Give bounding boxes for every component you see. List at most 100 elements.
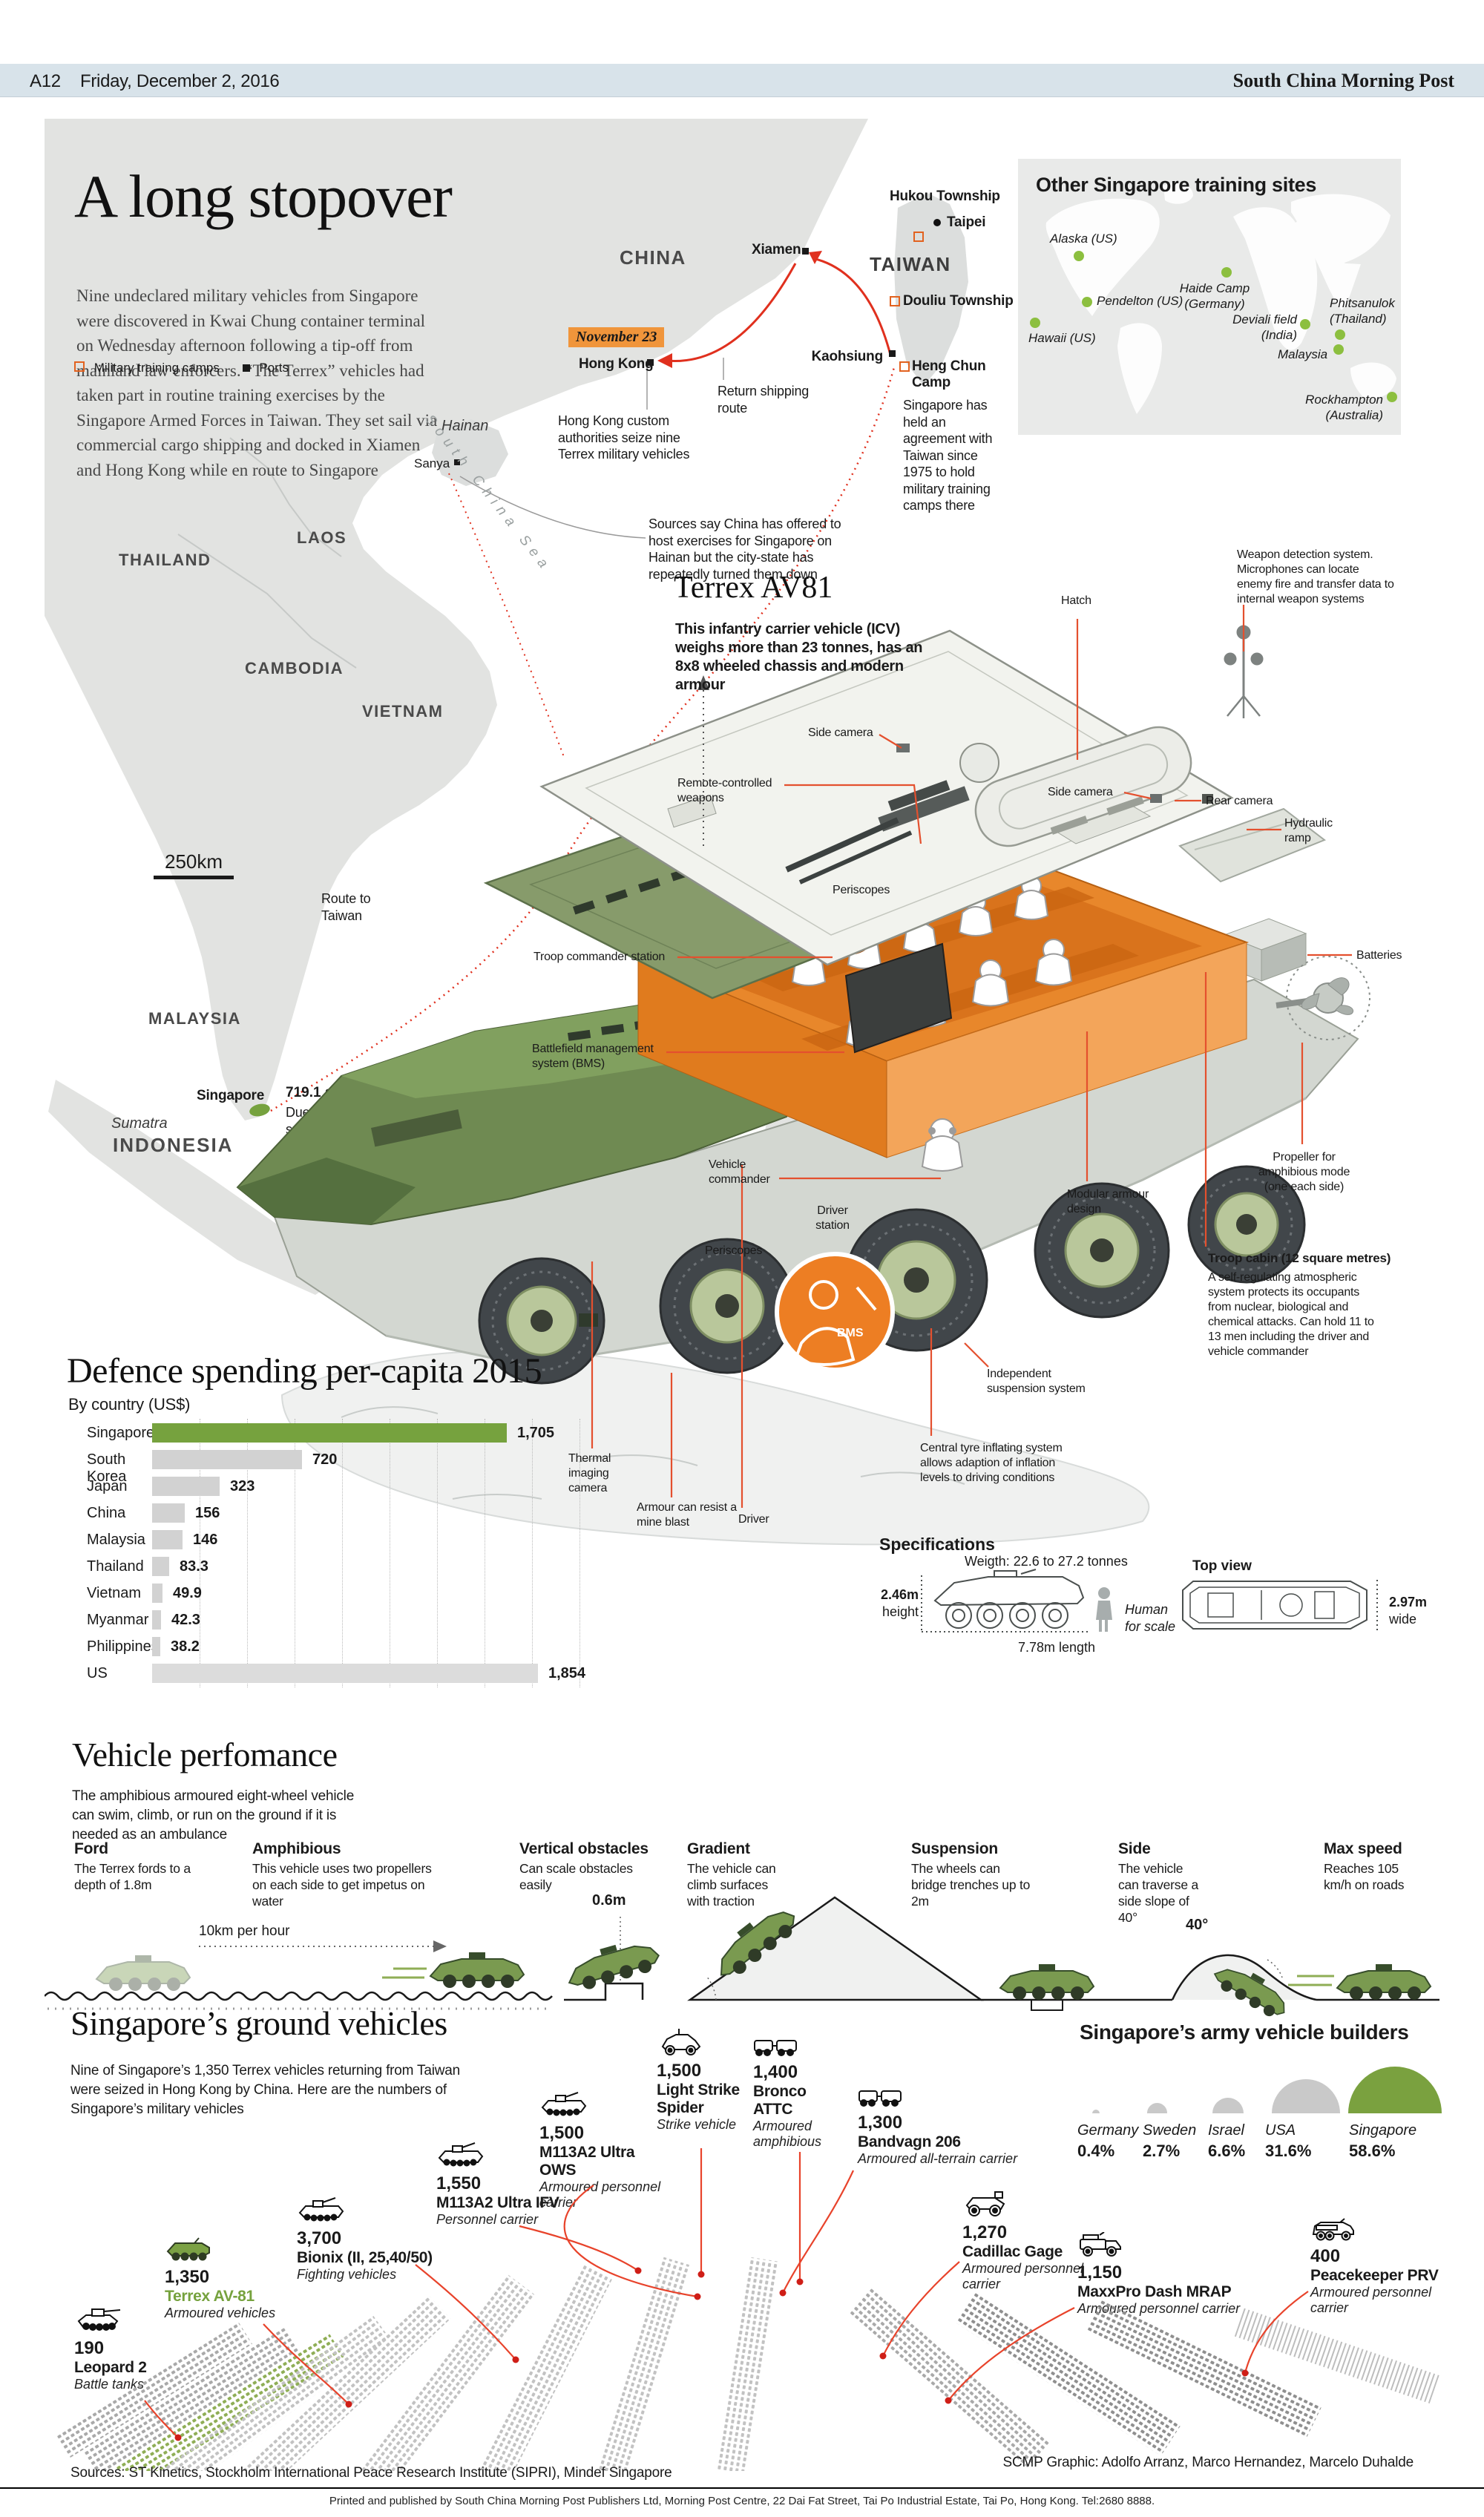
fording-vehicle bbox=[96, 1955, 191, 1992]
perf-text-amphibious: This vehicle uses two propellers on each… bbox=[252, 1861, 432, 1909]
vehicle-count: 1,300 bbox=[858, 2113, 903, 2133]
vehicle-entry-bronco: 1,400 Bronco ATTC Armoured amphibious bbox=[753, 2033, 846, 2150]
builder-pct-sweden: 2.7% bbox=[1143, 2142, 1181, 2160]
specs-drawing bbox=[921, 1569, 1378, 1632]
bar-label: US bbox=[87, 1665, 108, 1681]
callout-hydraulic-ramp: Hydraulic ramp bbox=[1284, 817, 1333, 844]
builder-label-israel: Israel bbox=[1208, 2122, 1244, 2139]
vehicle-entry-bandvagn: 1,300 Bandvagn 206 Armoured all-terrain … bbox=[858, 2084, 1032, 2167]
bar-singapore bbox=[152, 1423, 507, 1443]
step-obstacle bbox=[564, 1982, 644, 2001]
jeep-icon bbox=[662, 2028, 700, 2055]
vehicle-count: 1,550 bbox=[436, 2173, 482, 2193]
specs-title: Specifications bbox=[879, 1535, 995, 1554]
map-label-cambodia: CAMBODIA bbox=[245, 659, 344, 677]
map-label-hainan: Hainan bbox=[441, 418, 489, 434]
specs-height: 2.46m height bbox=[880, 1586, 919, 1621]
bar-myanmar bbox=[152, 1610, 161, 1630]
vehicle-count: 1,500 bbox=[657, 2061, 702, 2081]
singapore-island bbox=[249, 1103, 270, 1117]
bar-label: Philippines bbox=[87, 1638, 159, 1655]
world-map bbox=[1045, 183, 1396, 414]
callout-bms: Battlefield management system (BMS) bbox=[532, 1043, 654, 1070]
gridline bbox=[342, 1419, 343, 1687]
continent-greenland bbox=[1163, 183, 1193, 204]
builder-singapore bbox=[1348, 2067, 1442, 2113]
ground-leader-lines bbox=[144, 2148, 1309, 2441]
arrowhead-xiamen bbox=[809, 251, 822, 264]
ground-title: Singapore’s ground vehicles bbox=[70, 2004, 447, 2042]
site-dot-alaska bbox=[1074, 251, 1084, 261]
sanya-port-marker bbox=[454, 459, 460, 465]
hengchun-camp-marker bbox=[899, 361, 910, 372]
map-label-sumatra: Sumatra bbox=[111, 1115, 168, 1132]
vehicle-desc: Fighting vehicles bbox=[297, 2267, 397, 2282]
page-number: A12 bbox=[30, 71, 61, 91]
map-label-hukou: Hukou Township bbox=[890, 188, 1000, 204]
bar-value: 38.2 bbox=[171, 1638, 200, 1655]
bar-value: 156 bbox=[195, 1505, 220, 1521]
vehicle-entry-leopard: 190 Leopard 2 Battle tanks bbox=[74, 2306, 186, 2392]
map-label-vietnam: VIETNAM bbox=[362, 702, 444, 721]
site-dot-malaysia bbox=[1333, 344, 1344, 355]
site-label-alaska: Alaska (US) bbox=[1050, 232, 1117, 246]
vehicle-count: 1,500 bbox=[539, 2123, 585, 2143]
site-dot-deviali bbox=[1300, 319, 1310, 329]
builder-pct-germany: 0.4% bbox=[1077, 2142, 1115, 2160]
landmass-hainan bbox=[432, 419, 508, 486]
vehicle-desc: Strike vehicle bbox=[657, 2117, 737, 2132]
specs-width: 2.97m wide bbox=[1389, 1594, 1427, 1628]
rear-camera-part bbox=[1202, 794, 1213, 804]
terrain-strokes bbox=[341, 1406, 965, 1500]
side-slope-arc bbox=[1267, 1959, 1283, 1978]
callout-thermal: Thermal imaging camera bbox=[568, 1452, 611, 1494]
vehicle-name: Light Strike Spider bbox=[657, 2081, 740, 2116]
swimming-vehicle bbox=[430, 1952, 525, 1989]
ports-legend-icon bbox=[242, 364, 250, 372]
troop-cabin-title: Troop cabin (12 square metres) bbox=[1208, 1251, 1391, 1265]
leader-lines bbox=[591, 605, 1352, 1508]
bar-label: South Korea bbox=[87, 1451, 127, 1485]
width-label: wide bbox=[1389, 1612, 1417, 1627]
pictogram-bands bbox=[56, 2257, 1439, 2471]
vehicle-desc: Armoured personnel carrier bbox=[962, 2261, 1084, 2291]
map-label-laos: LAOS bbox=[297, 528, 347, 547]
site-label-deviali: Deviali field (India) bbox=[1232, 312, 1297, 342]
callout-batteries: Batteries bbox=[1356, 949, 1402, 962]
bar-china bbox=[152, 1503, 185, 1523]
map-label-kaohsiung: Kaohsiung bbox=[811, 349, 884, 364]
vehicle-name: Leopard 2 bbox=[74, 2359, 147, 2376]
page-date: Friday, December 2, 2016 bbox=[80, 71, 280, 91]
builder-pct-usa: 31.6% bbox=[1265, 2142, 1312, 2160]
bar-us bbox=[152, 1664, 538, 1683]
callout-mine: Armour can resist a mine blast bbox=[637, 1501, 737, 1529]
builder-pct-israel: 6.6% bbox=[1208, 2142, 1246, 2160]
map-label-singapore: Singapore bbox=[197, 1088, 265, 1103]
callout-suspension: Independent suspension system bbox=[987, 1368, 1086, 1395]
map-label-sanya: Sanya bbox=[414, 456, 450, 470]
pictogram-field bbox=[56, 2257, 1439, 2471]
step-label: 0.6m bbox=[592, 1892, 626, 1909]
callout-side-camera-top: Side camera bbox=[808, 726, 873, 739]
spending-title: Defence spending per-capita 2015 bbox=[67, 1351, 542, 1391]
perf-text-side: The vehicle can traverse a side slope of… bbox=[1118, 1861, 1199, 1925]
site-label-pendelton: Pendelton (US) bbox=[1097, 294, 1183, 308]
site-label-phitsanulok: Phitsanulok (Thailand) bbox=[1330, 296, 1395, 326]
maxspeed-vehicle bbox=[1336, 1963, 1431, 2001]
hongkong-port-marker bbox=[647, 359, 654, 366]
map-label-china: CHINA bbox=[620, 246, 686, 269]
site-dot-rockhampton bbox=[1387, 392, 1397, 402]
height-value: 2.46m bbox=[880, 1587, 919, 1602]
continent-south-america bbox=[1117, 323, 1162, 414]
continent-north-america bbox=[1045, 198, 1160, 316]
vehicle-count: 1,400 bbox=[753, 2062, 798, 2082]
gridline bbox=[532, 1419, 533, 1687]
callout-modular: Modular armour design bbox=[1067, 1188, 1149, 1215]
map-legend: Military training camps Ports bbox=[74, 361, 289, 375]
perf-head-amphibious: Amphibious bbox=[252, 1840, 341, 1857]
vehicle-desc: Armoured vehicles bbox=[165, 2306, 276, 2320]
bar-value: 146 bbox=[193, 1532, 218, 1548]
continent-europe-africa bbox=[1233, 207, 1324, 350]
site-dot-phitsanulok bbox=[1335, 329, 1345, 340]
terrex-intro: This infantry carrier vehicle (ICV) weig… bbox=[675, 621, 923, 693]
